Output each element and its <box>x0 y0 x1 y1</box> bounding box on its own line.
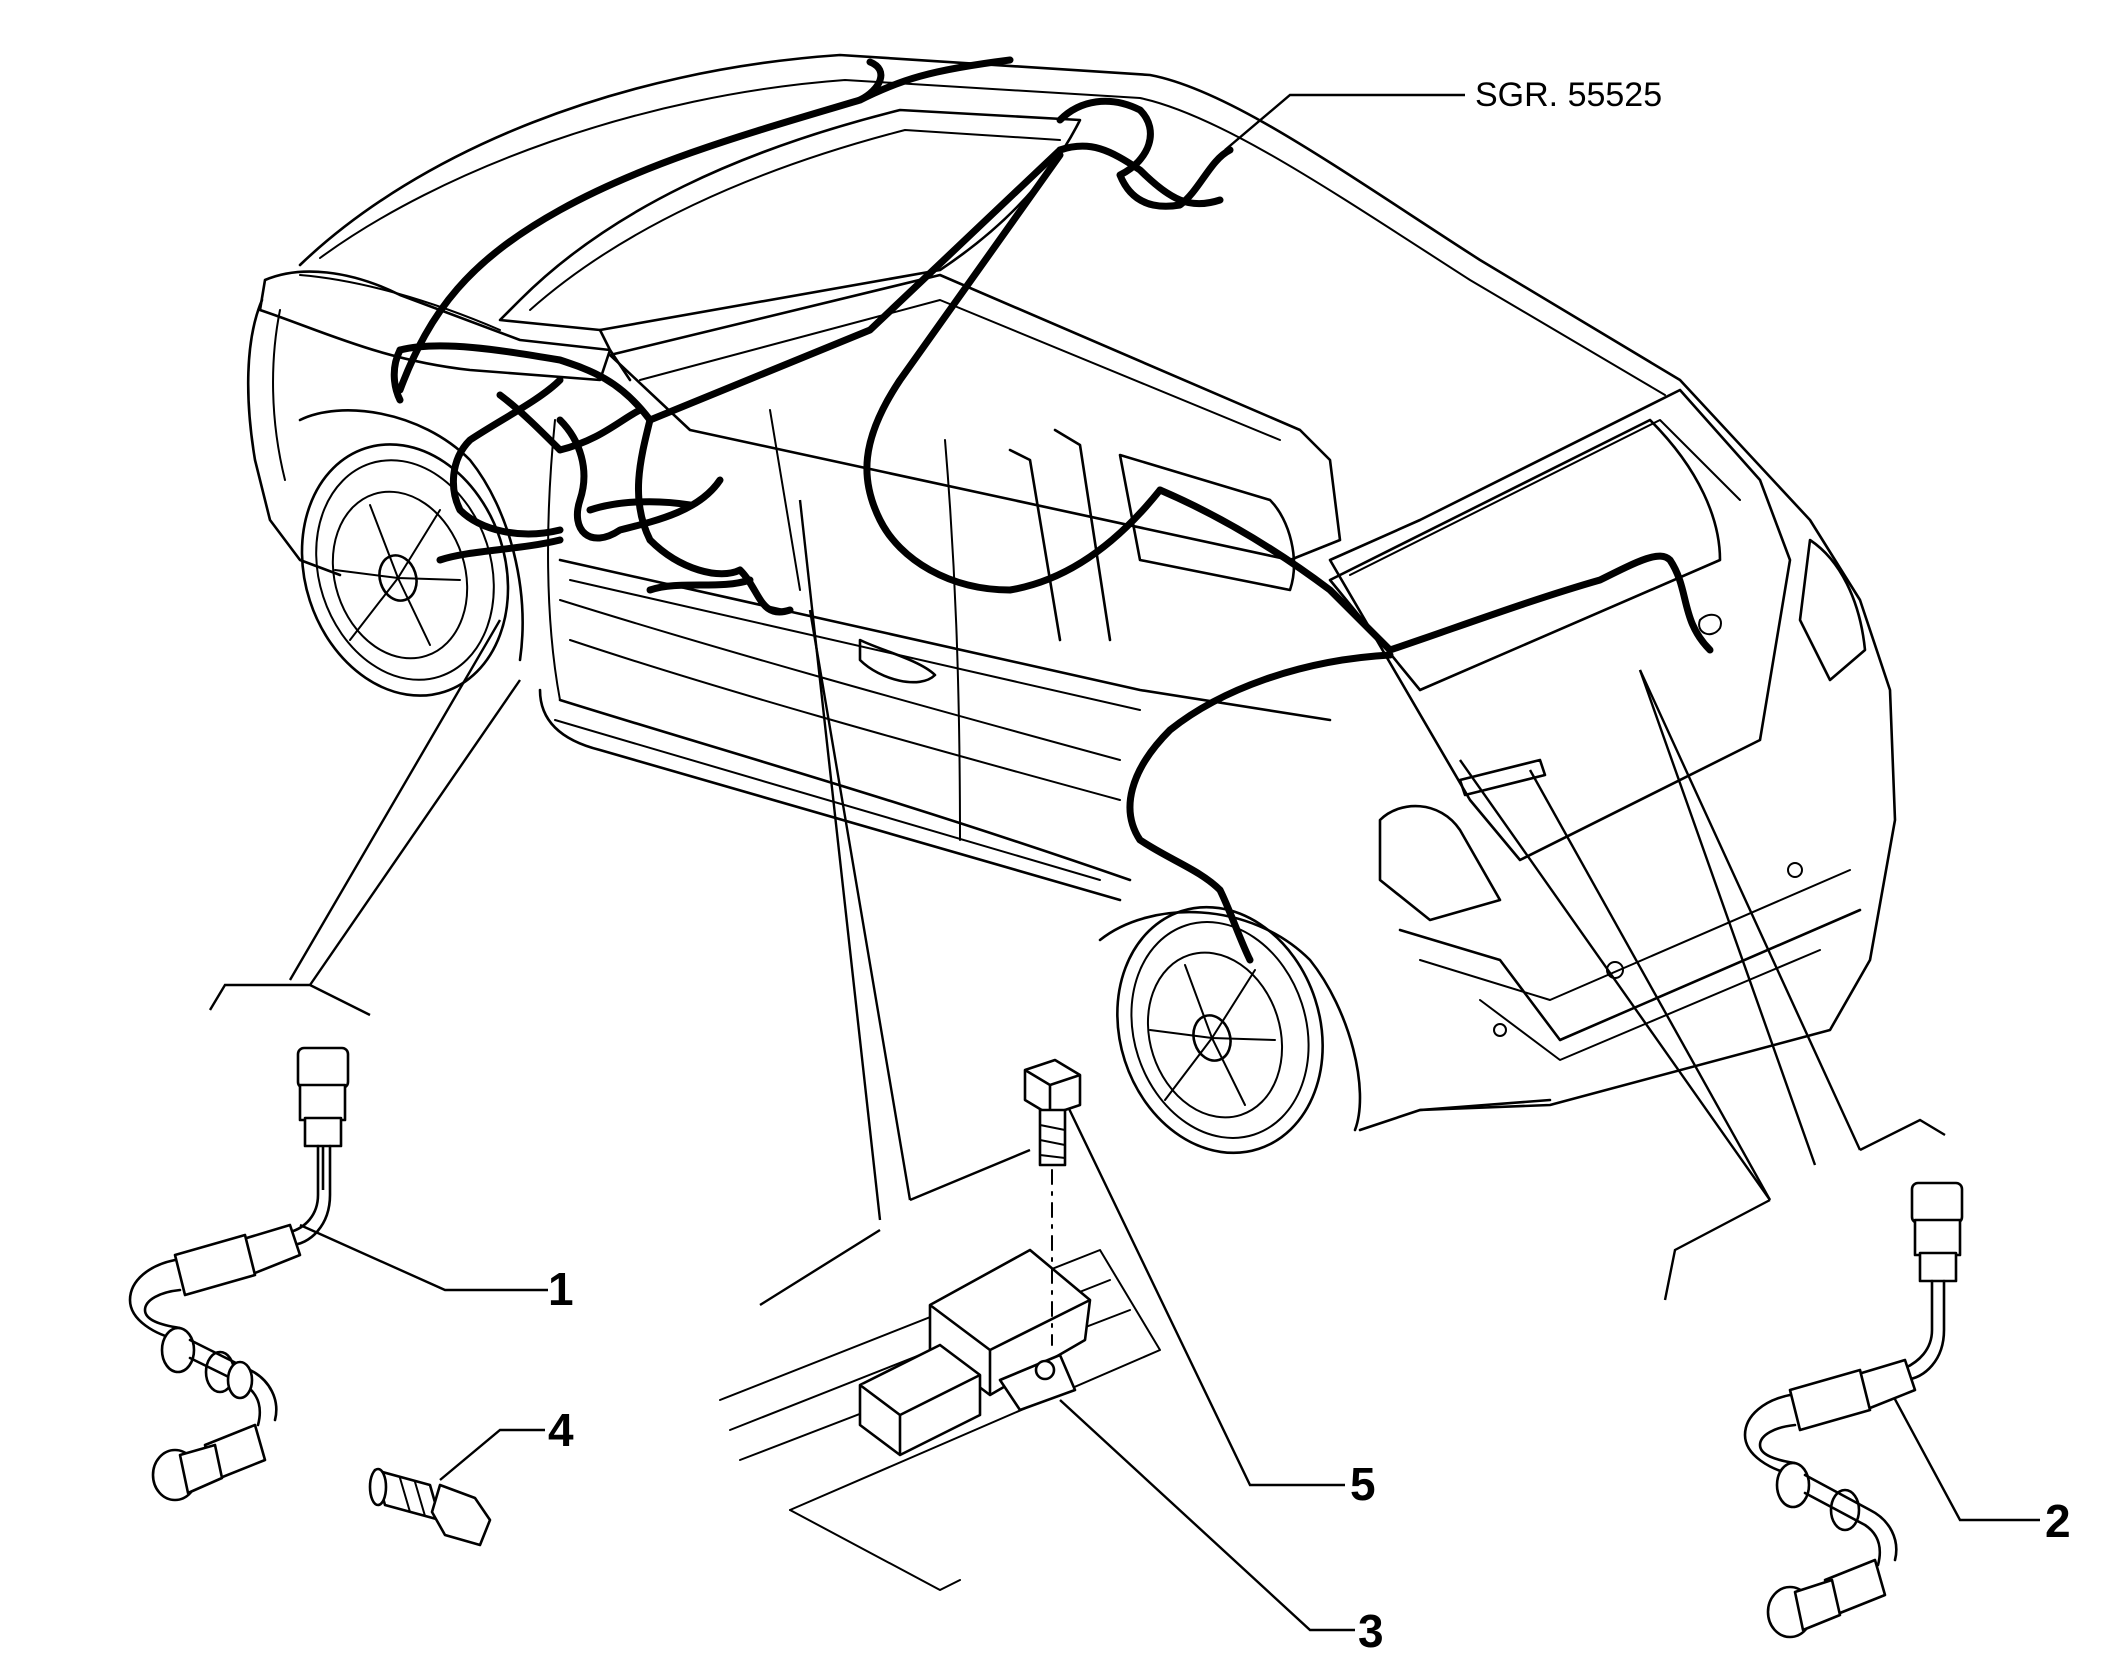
part-5-bolt <box>1023 1058 1082 1346</box>
callout-4: 4 <box>548 1404 574 1456</box>
part-1-sensor-cable <box>128 1046 350 1502</box>
car-body <box>246 53 1897 1132</box>
rear-wheel <box>1116 905 1324 1155</box>
part-2-sensor-cable <box>1743 1181 1964 1639</box>
part-3-control-module <box>719 1248 1161 1591</box>
leader-lines <box>208 93 2040 1632</box>
callout-3: 3 <box>1358 1605 1384 1655</box>
callout-5: 5 <box>1350 1458 1376 1510</box>
part-4-bolt <box>368 1467 492 1547</box>
callout-2: 2 <box>2045 1495 2071 1547</box>
reference-label: SGR. 55525 <box>1475 76 1662 114</box>
front-wheel <box>300 443 510 697</box>
callout-1: 1 <box>548 1263 574 1315</box>
wiring-harness <box>390 56 1714 964</box>
